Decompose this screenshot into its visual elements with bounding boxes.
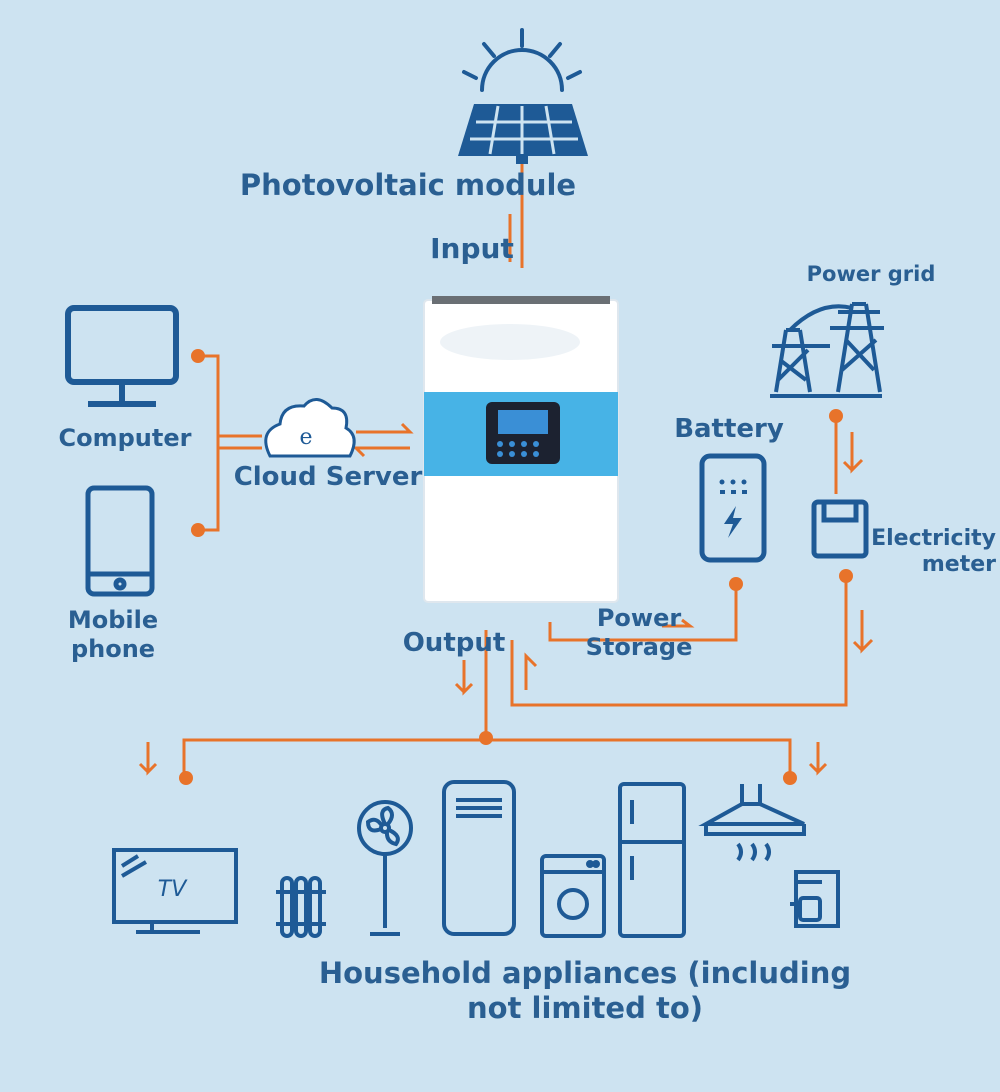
- wire-meter-output: [510, 576, 848, 707]
- tv-label: TV: [158, 877, 188, 902]
- arrow-inverter-to-cloud: [352, 446, 410, 458]
- sun-icon: [462, 28, 582, 92]
- dot-right: [783, 771, 797, 785]
- wire-dots: [179, 349, 853, 785]
- input-label: Input: [430, 232, 514, 265]
- power-grid-label: Power grid: [806, 262, 936, 286]
- computer-label: Computer: [58, 424, 192, 452]
- pv-module-label: Photovoltaic module: [239, 168, 577, 202]
- dot-left: [179, 771, 193, 785]
- arrow-right-down: [808, 742, 828, 776]
- dot-grid: [829, 409, 843, 423]
- inverter-control-panel: [486, 402, 560, 464]
- smartphone-icon: [85, 485, 155, 597]
- electricity-meter-label: Electricity meter: [871, 526, 996, 578]
- arrow-meter-down: [852, 610, 874, 654]
- mobile-phone-label: Mobile phone: [67, 606, 159, 663]
- solar-panel-icon: [458, 104, 588, 164]
- washing-machine-icon: [540, 854, 606, 938]
- electricity-meter-icon: [811, 499, 869, 559]
- refrigerator-icon: [618, 782, 686, 938]
- cloud-server-label: Cloud Server: [233, 462, 423, 492]
- arrow-storage: [662, 618, 695, 628]
- dot-computer: [191, 349, 205, 363]
- wire-distribution-bus: [182, 738, 792, 778]
- tv-icon: TV: [112, 848, 238, 934]
- arrow-grid-down: [842, 432, 864, 474]
- arrow-up-storage: [524, 652, 538, 690]
- wire-battery-storage: [548, 584, 738, 642]
- monitor-icon: [65, 305, 179, 407]
- arrow-left-down: [138, 742, 158, 776]
- dot-meter: [839, 569, 853, 583]
- inverter-unit: [423, 296, 619, 603]
- dot-bus: [479, 731, 493, 745]
- air-conditioner-icon: [442, 780, 516, 936]
- dot-phone: [191, 523, 205, 537]
- radiator-icon: [276, 876, 326, 938]
- arrow-output-down: [454, 660, 474, 696]
- range-hood-icon: [698, 784, 806, 862]
- appliances-label: Household appliances (including not limi…: [318, 956, 852, 1025]
- dot-battery: [729, 577, 743, 591]
- battery-icon: [699, 453, 767, 563]
- arrow-cloud-to-inverter: [356, 422, 414, 434]
- battery-label: Battery: [674, 414, 784, 444]
- cloud-letter: e: [299, 425, 312, 450]
- wiring: [138, 160, 874, 778]
- output-label: Output: [402, 628, 506, 658]
- cloud-icon: e: [264, 398, 356, 458]
- transmission-tower-icon: [770, 302, 884, 398]
- wire-devices-bracket: [198, 354, 220, 532]
- coffee-maker-icon: [790, 870, 840, 928]
- wire-bracket-cloud: [218, 434, 262, 450]
- standing-fan-icon: [357, 800, 413, 936]
- power-storage-label: Power Storage: [585, 604, 693, 661]
